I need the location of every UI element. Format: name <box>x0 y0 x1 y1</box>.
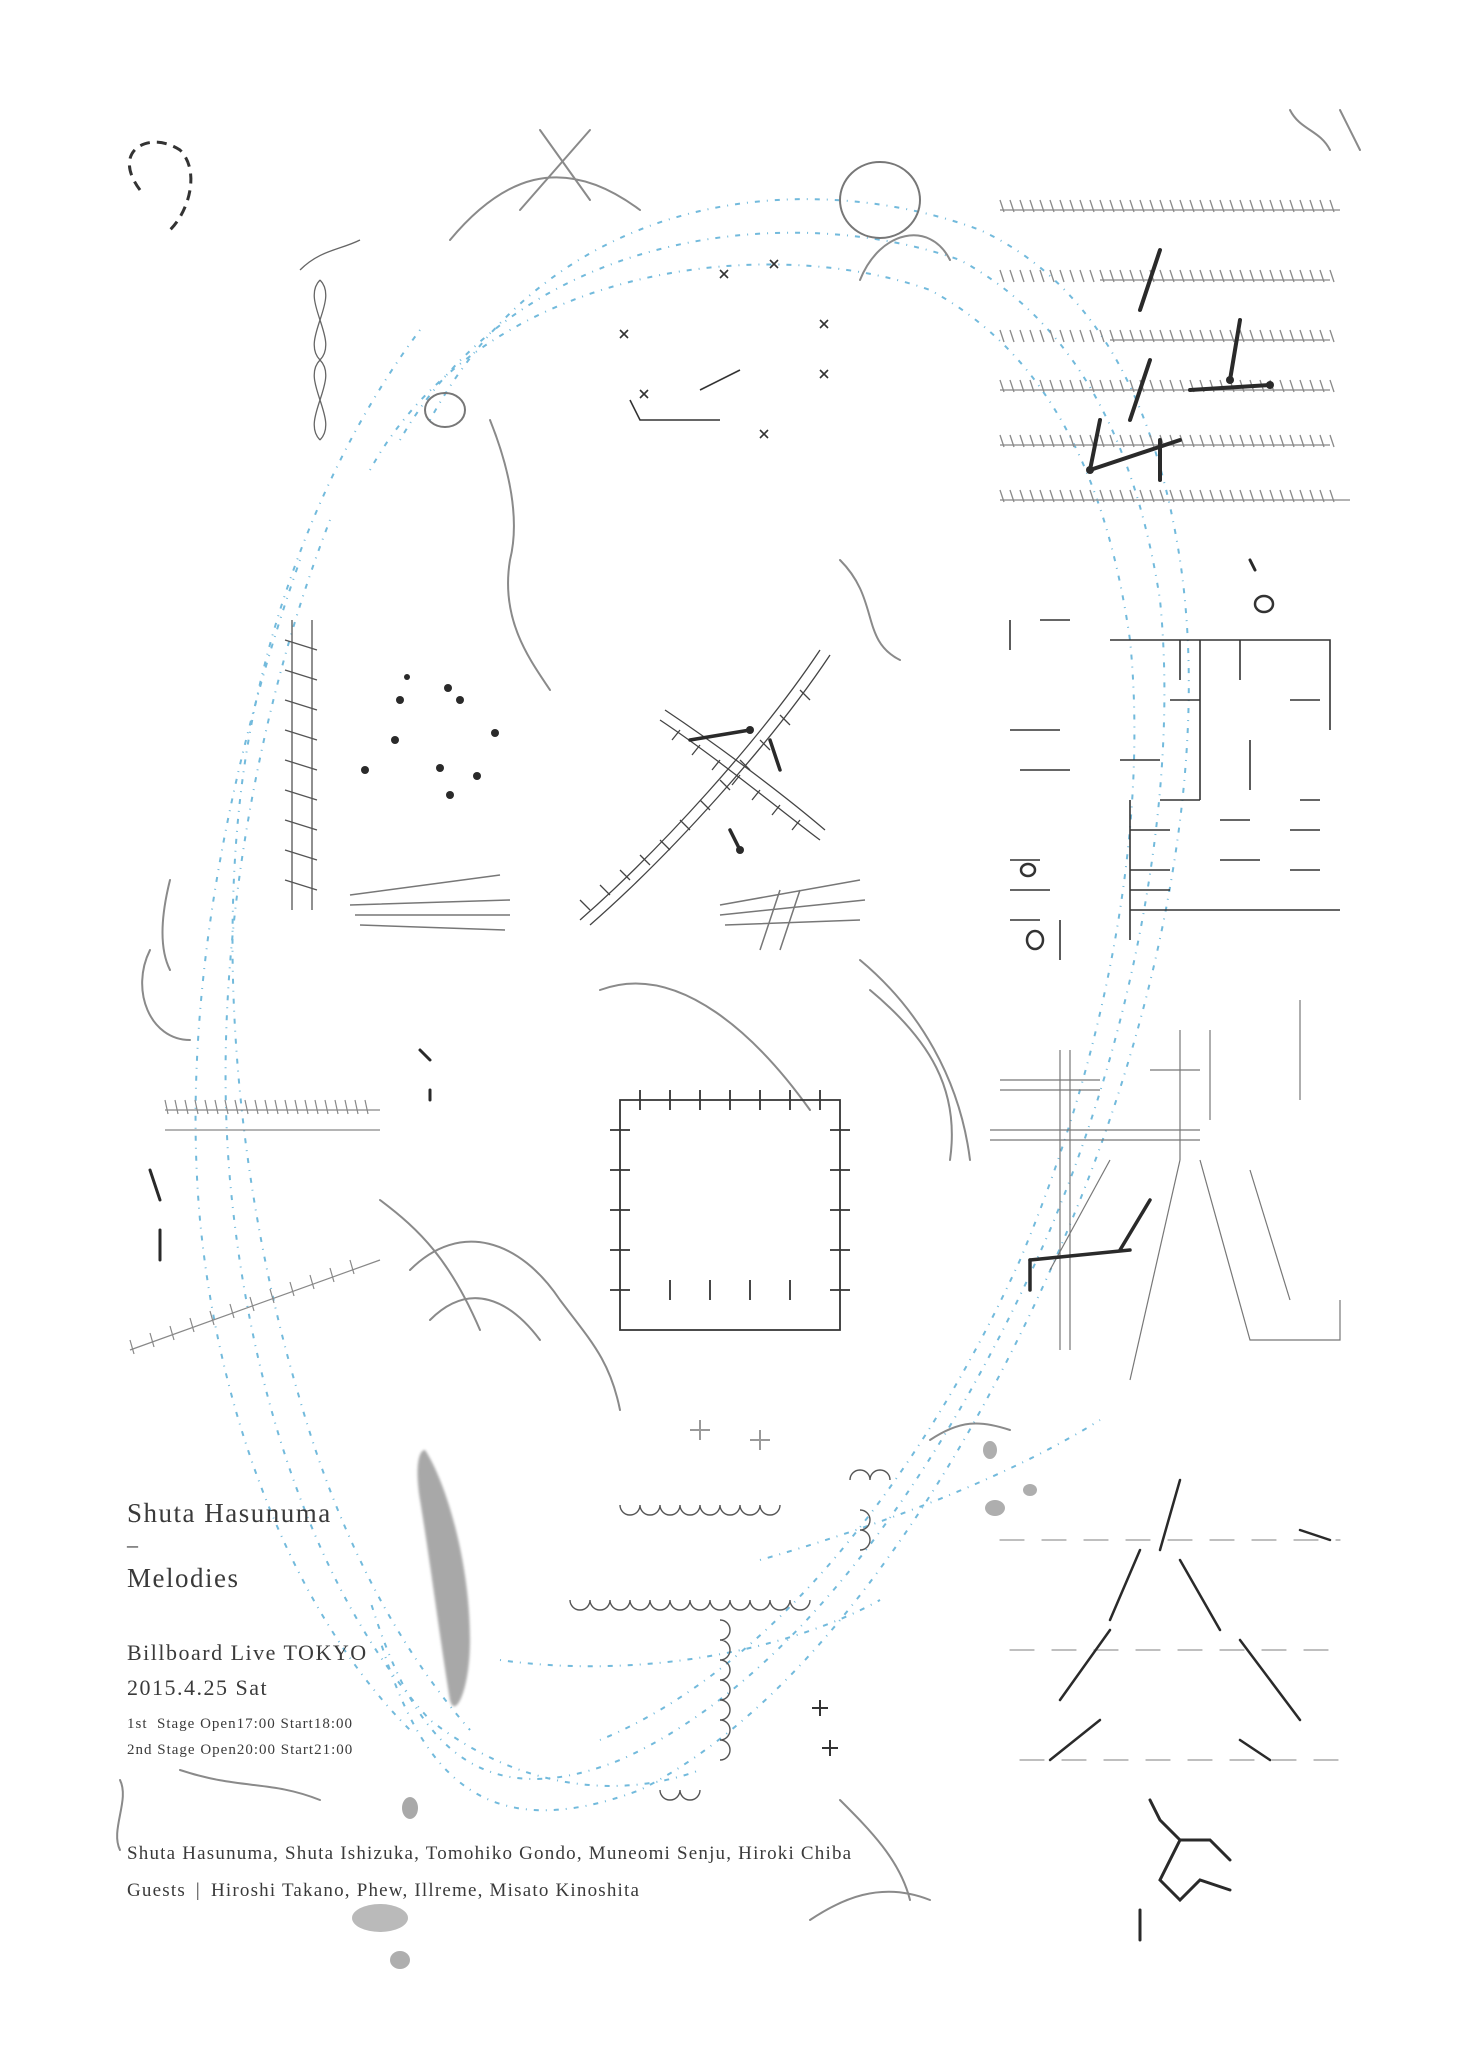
guests-label: Guests <box>127 1880 186 1901</box>
squiggle-bottom-right <box>1138 1798 1232 1942</box>
small-ink-marks <box>148 558 1257 1262</box>
ink-strokes-top-right <box>1088 248 1272 482</box>
x-stitch-dots <box>736 726 754 854</box>
ticked-band-top-right <box>1000 209 1350 501</box>
ink-strokes-mid-right <box>1028 1198 1152 1292</box>
guests-line: Guests | Hiroshi Takano, Phew, Illreme, Mi… <box>127 1880 640 1902</box>
guests-separator: | <box>195 1880 201 1901</box>
chain-top-left <box>299 239 361 441</box>
scallop-rows <box>569 1469 891 1801</box>
plus-lattice <box>990 1000 1341 1381</box>
first-stage-times: 1st Stage Open17:00 Start18:00 <box>127 1716 353 1732</box>
venue: Billboard Live TOKYO <box>127 1640 368 1665</box>
second-stage-times: 2nd Stage Open20:00 Start21:00 <box>127 1742 354 1758</box>
ink-dots-top-right <box>1086 376 1274 474</box>
hatched-column-left <box>284 620 318 910</box>
dashed-ink-bottom-right <box>999 1478 1341 1762</box>
x-stitch-ink <box>688 728 782 852</box>
album-title: Melodies <box>127 1563 240 1593</box>
ring-shapes <box>424 161 921 428</box>
ticks-group <box>999 199 1335 503</box>
event-date: 2015.4.25 Sat <box>127 1675 269 1700</box>
dashed-arc-top-left <box>127 140 193 232</box>
small-rings-right <box>1019 594 1275 951</box>
cross-grid-right <box>1009 619 1340 960</box>
guests-list: Hiroshi Takano, Phew, Illreme, Misato Ki… <box>210 1880 641 1901</box>
artist-name: Shuta Hasunuma <box>127 1498 332 1528</box>
blue-dotted-orbits <box>194 198 1190 1812</box>
x-marks-top-center <box>619 259 829 439</box>
members-list: Shuta Hasunuma, Shuta Ishizuka, Tomohiko… <box>127 1843 853 1864</box>
plus-marks <box>690 1420 838 1756</box>
pencil-strokes <box>116 109 1361 1921</box>
ink-wash <box>352 1441 1037 1969</box>
ticked-square <box>610 1090 850 1331</box>
title-dash: – <box>127 1532 140 1557</box>
line-bundles <box>349 874 866 951</box>
ticked-band-left <box>129 1099 381 1355</box>
x-stitch-shape <box>579 649 831 926</box>
dot-cluster <box>361 674 499 799</box>
